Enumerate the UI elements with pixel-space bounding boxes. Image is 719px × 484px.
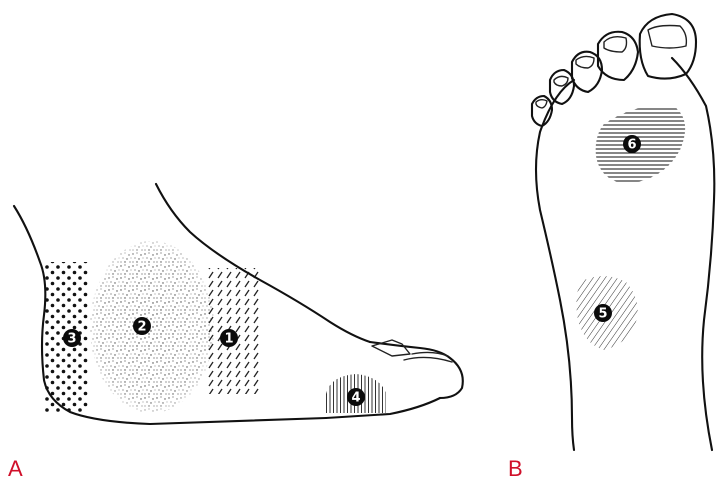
toe-crease [404, 357, 452, 362]
marker-5: 5 [594, 304, 612, 322]
marker-6: 6 [623, 135, 641, 153]
third-toe [572, 52, 602, 92]
panel-label-a: A [8, 456, 23, 481]
big-toe-nail-b [648, 26, 686, 49]
third-toe-nail [576, 56, 594, 68]
panel-a-foot-lateral [14, 184, 463, 424]
second-toe-nail [604, 37, 627, 52]
fourth-toe [550, 70, 574, 104]
marker-number-6: 6 [627, 138, 636, 153]
marker-number-4: 4 [351, 391, 360, 406]
fourth-toe-nail [554, 76, 568, 86]
marker-number-2: 2 [137, 320, 146, 335]
second-toe [598, 32, 638, 80]
region-2-stipple [90, 240, 214, 418]
little-toe-nail [536, 100, 547, 108]
foot-sole-left-edge [536, 80, 574, 450]
marker-1: 1 [220, 329, 238, 347]
marker-number-1: 1 [224, 332, 233, 347]
marker-3: 3 [63, 329, 81, 347]
marker-2: 2 [133, 317, 151, 335]
panel-label-b: B [508, 456, 523, 481]
panel-b-foot-plantar [532, 14, 714, 450]
marker-4: 4 [347, 388, 365, 406]
marker-number-3: 3 [67, 332, 76, 347]
big-toe [640, 14, 696, 79]
marker-number-5: 5 [598, 307, 607, 322]
